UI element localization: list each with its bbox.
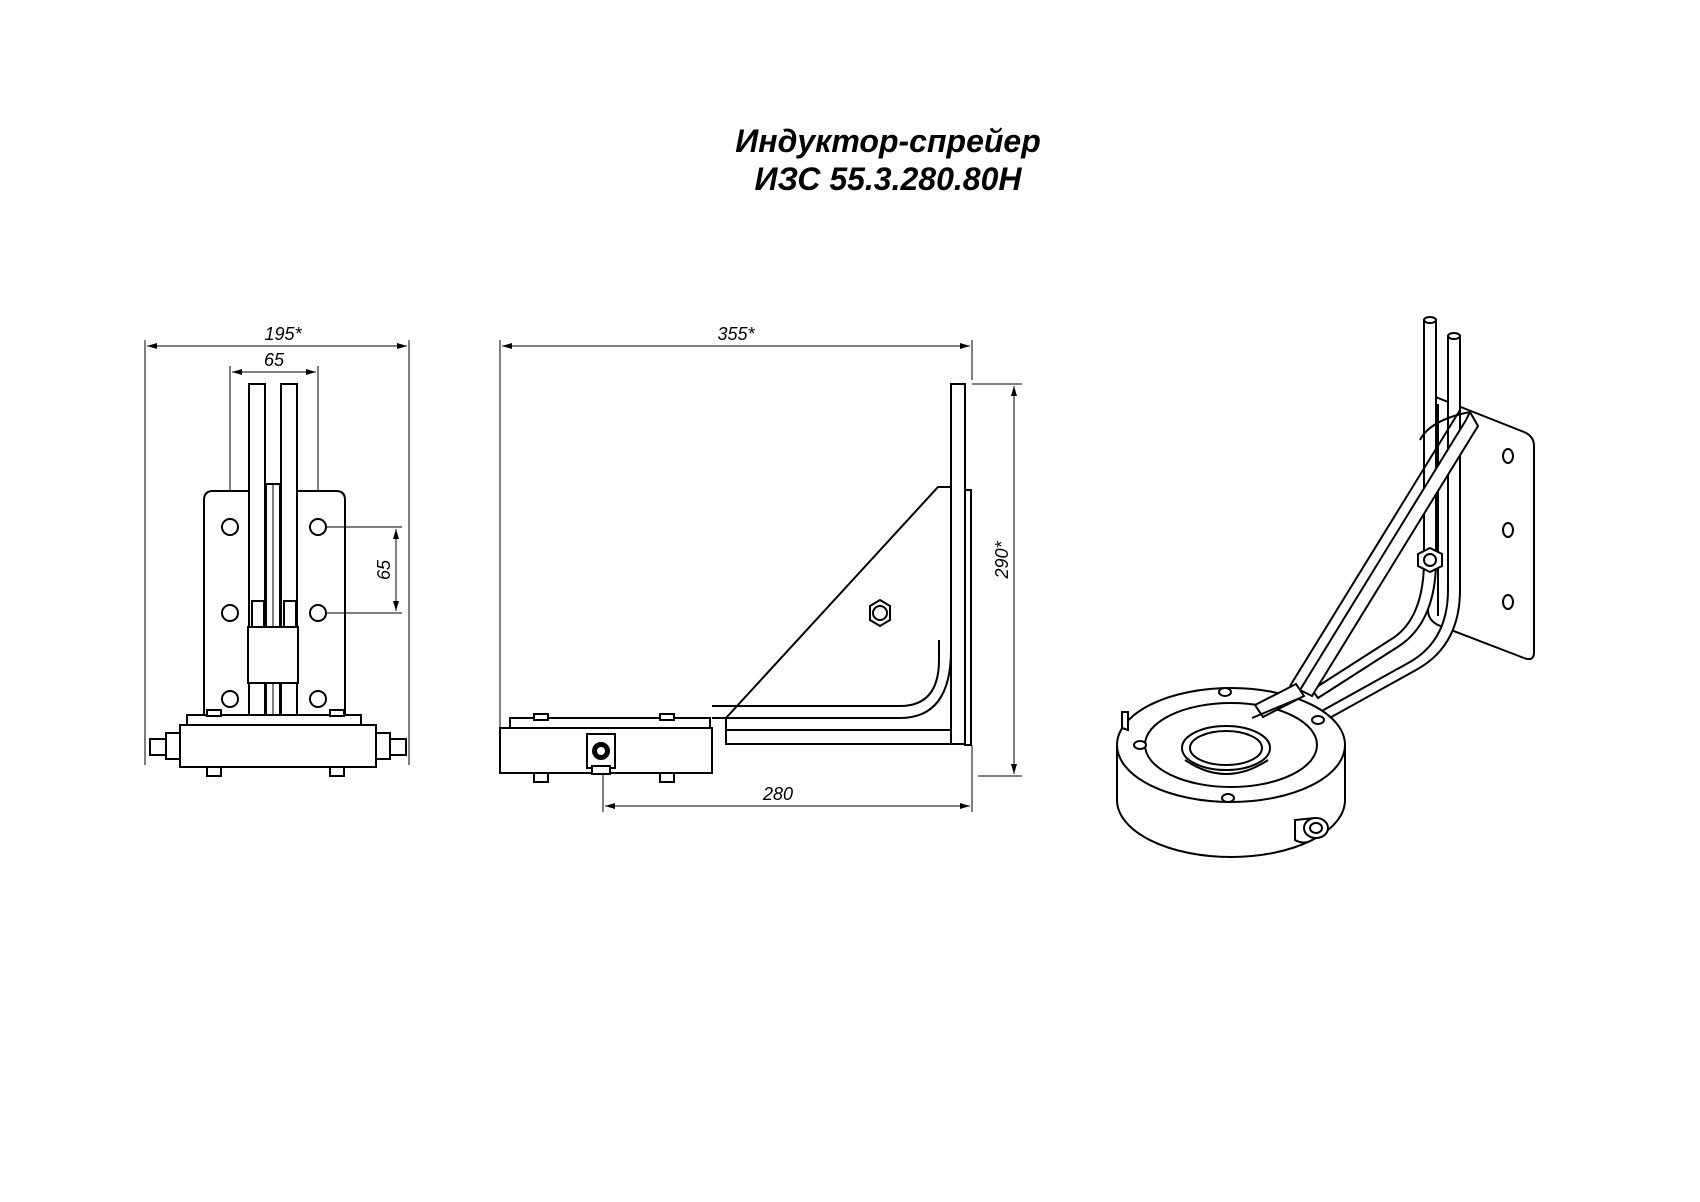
title-line-1: Индуктор-спрейер — [735, 123, 1041, 159]
dim-hole-spacing: 65 — [326, 526, 402, 614]
inductor-housing-front — [149, 709, 407, 777]
wall-plate-holes — [1502, 448, 1514, 610]
dim-label-290: 290* — [992, 540, 1012, 579]
iso-gusset — [1289, 409, 1480, 698]
dim-label-195: 195* — [264, 324, 302, 344]
side-view: 355* 290* 280 — [499, 324, 1022, 812]
iso-ring-housing — [1116, 682, 1346, 858]
dim-label-280: 280 — [762, 784, 793, 804]
dim-label-65-side: 65 — [374, 559, 394, 580]
dim-front-width: 195* — [144, 324, 410, 765]
mounting-holes — [221, 518, 327, 708]
dim-label-65-top: 65 — [264, 350, 285, 370]
iso-tubes — [1310, 316, 1461, 722]
inductor-housing-side — [499, 713, 713, 783]
bolt — [869, 598, 891, 628]
drawing-title: Индуктор-спрейер ИЗС 55.3.280.80Н — [0, 122, 1700, 198]
bent-tube — [712, 640, 952, 719]
supply-tubes — [247, 383, 299, 720]
dim-side-height: 290* — [972, 383, 1022, 777]
title-line-2: ИЗС 55.3.280.80Н — [754, 161, 1022, 197]
dim-label-355: 355* — [717, 324, 755, 344]
front-view: 195* 65 65 — [144, 324, 410, 777]
vertical-plate — [950, 383, 966, 745]
isometric-view — [1116, 316, 1535, 858]
iso-bolt — [1417, 546, 1443, 574]
dim-side-base: 280 — [602, 745, 973, 812]
dim-side-length: 355* — [499, 324, 973, 735]
